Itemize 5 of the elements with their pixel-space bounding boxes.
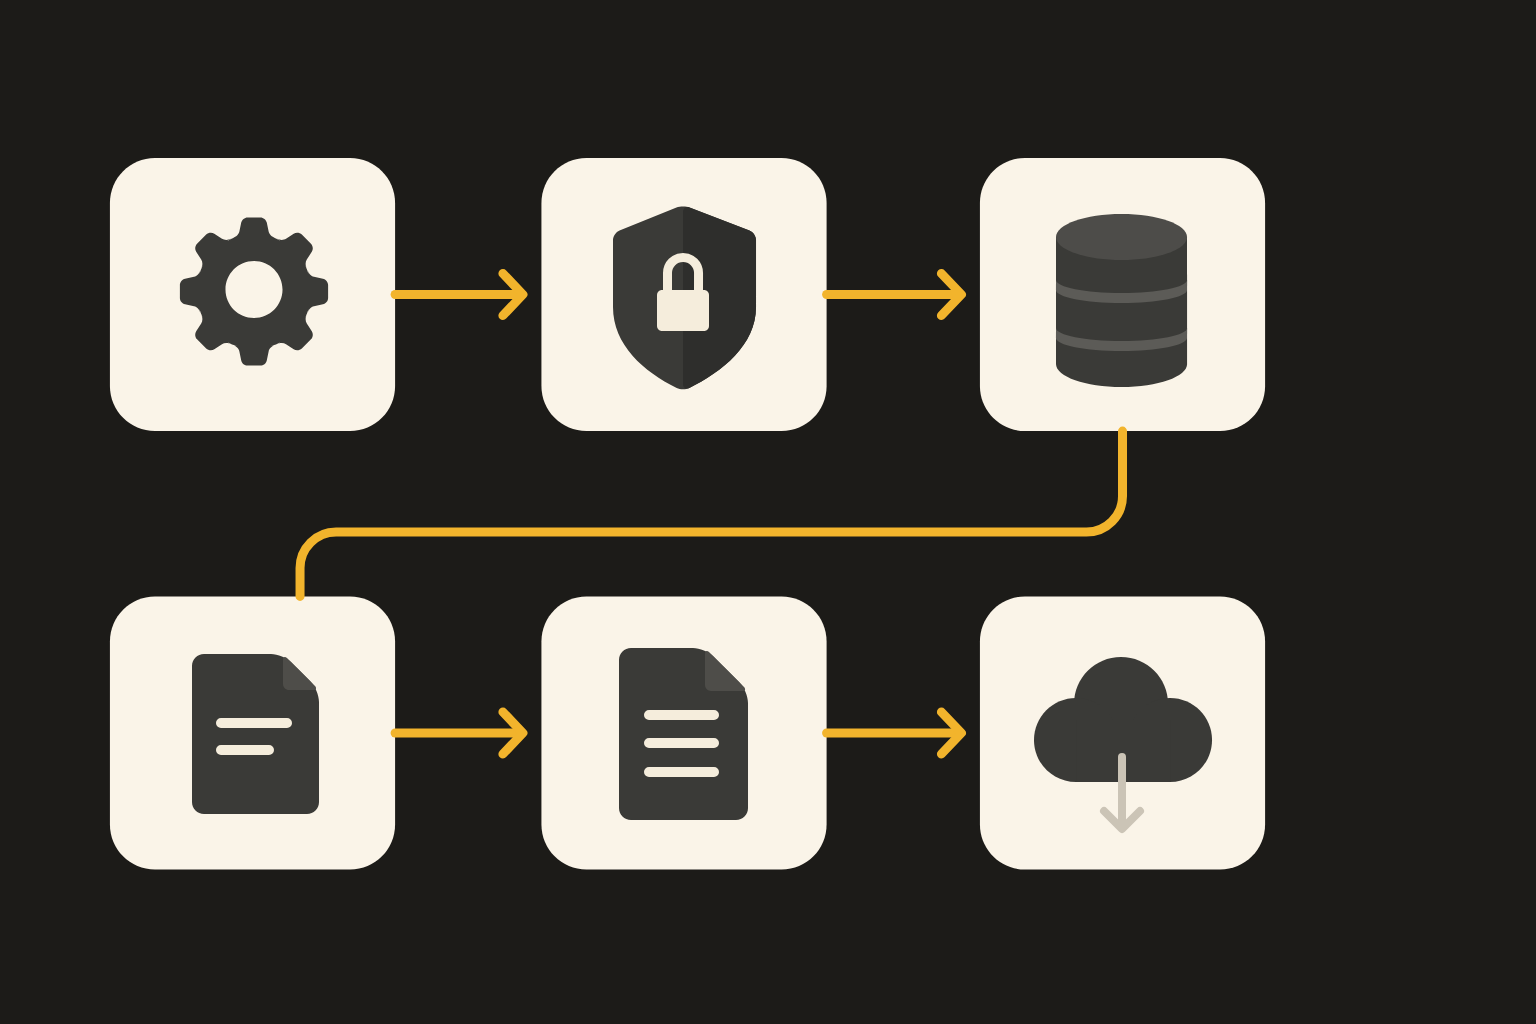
connector-line (295, 426, 1127, 601)
arrow (822, 269, 966, 320)
arrow (822, 707, 966, 759)
arrow (390, 269, 528, 320)
arrow (390, 707, 528, 759)
